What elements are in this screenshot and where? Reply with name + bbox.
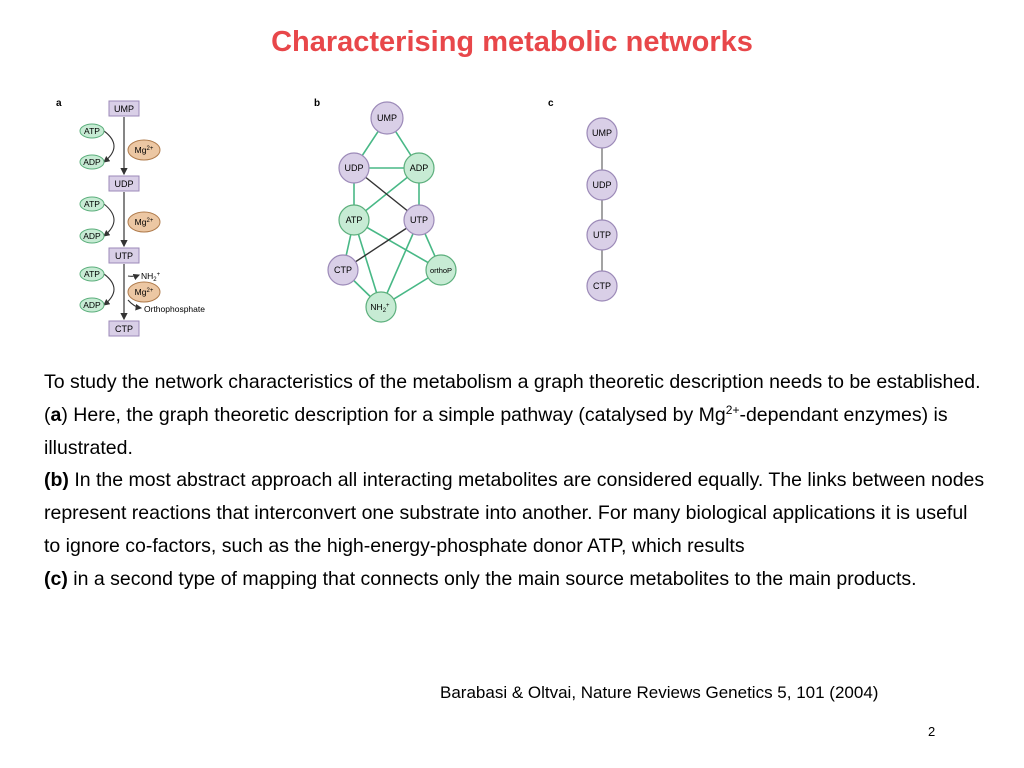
panel-a-substrate-ump: UMP [108,100,140,117]
svg-text:ADP: ADP [83,231,101,241]
panel-b-node-adp: ADP [403,152,435,184]
panel-b-node-ctp: CTP [327,254,359,286]
panel-b-node-orthop: orthoP [425,254,457,286]
svg-text:UMP: UMP [592,128,612,138]
svg-text:UMP: UMP [377,113,397,123]
panel-a-orthophosphate-arrow [127,299,143,311]
panel-b-node-ump: UMP [370,101,404,135]
svg-text:orthoP: orthoP [430,266,452,275]
panel-a-cofactor-curve-2 [103,203,115,237]
panel-a-mg-2: Mg2+ [127,211,161,233]
svg-text:UTP: UTP [410,215,428,225]
svg-text:UTP: UTP [115,251,133,261]
panel-a-adp-2: ADP [79,228,105,244]
svg-text:ATP: ATP [84,126,100,136]
panel-a-cofactor-curve-1 [103,130,115,163]
svg-text:UMP: UMP [114,104,134,114]
panel-c-ref: (c) [44,567,68,590]
panel-a-adp-1: ADP [79,154,105,170]
panel-a-mg-3: Mg2+ [127,281,161,303]
svg-text:ATP: ATP [84,269,100,279]
panel-c-node-ctp: CTP [586,270,618,302]
svg-text:Mg2+: Mg2+ [135,145,154,155]
panel-b-ref: (b) [44,469,69,492]
svg-text:ATP: ATP [346,215,363,225]
svg-text:CTP: CTP [115,324,133,334]
panel-b-node-udp: UDP [338,152,370,184]
panel-a-nh2-label: NH2+ [141,271,161,283]
page-number: 2 [928,724,936,739]
svg-text:ATP: ATP [84,199,100,209]
panel-b-node-nh2: NH2+ [365,291,397,323]
svg-text:UDP: UDP [592,180,611,190]
body-text: To study the network characteristics of … [44,366,989,596]
svg-text:NH2+: NH2+ [370,302,390,314]
svg-text:UDP: UDP [114,179,133,189]
panel-c-node-ump: UMP [586,117,618,149]
panel-a-substrate-ctp: CTP [108,320,140,337]
figure-svg: a UMP UDP UTP CTP ATP ADP ATP ADP [56,98,618,337]
panel-c-label: c [548,98,554,109]
panel-c-node-utp: UTP [586,219,618,251]
panel-a-cofactor-curve-3 [103,273,115,306]
svg-text:CTP: CTP [593,281,611,291]
panel-a-atp-1: ATP [79,123,105,139]
svg-text:ADP: ADP [83,157,101,167]
paragraph-b: (b) In the most abstract approach all in… [44,469,985,557]
panel-a-atp-2: ATP [79,196,105,212]
panel-a-adp-3: ADP [79,297,105,313]
paragraph-intro: To study the network characteristics of … [44,371,981,393]
svg-text:UTP: UTP [593,230,611,240]
panel-a-substrate-utp: UTP [108,247,140,264]
svg-text:ADP: ADP [410,163,429,173]
svg-text:Mg2+: Mg2+ [135,287,154,297]
paragraph-a: (a) Here, the graph theoretic descriptio… [44,402,948,459]
slide-title: Characterising metabolic networks [271,26,753,58]
panel-b-node-utp: UTP [403,204,435,236]
panel-a-nh2-arrow [127,273,141,281]
panel-b-node-atp: ATP [338,204,370,236]
svg-text:UDP: UDP [344,163,363,173]
panel-b-label: b [314,98,320,109]
svg-text:ADP: ADP [83,300,101,310]
panel-a-mg-1: Mg2+ [127,139,161,161]
paragraph-c: (c) in a second type of mapping that con… [44,567,917,590]
panel-a-atp-3: ATP [79,266,105,282]
svg-text:Mg2+: Mg2+ [135,217,154,227]
citation: Barabasi & Oltvai, Nature Reviews Geneti… [440,683,879,702]
panel-c-node-udp: UDP [586,169,618,201]
panel-a-orthophosphate-label: Orthophosphate [144,304,205,314]
svg-text:CTP: CTP [334,265,352,275]
panel-a-substrate-udp: UDP [108,175,140,192]
panel-a-label: a [56,98,62,109]
panel-a-ref: a [50,403,62,426]
metabolic-network-figure: a UMP UDP UTP CTP ATP ADP ATP ADP [0,0,1024,350]
